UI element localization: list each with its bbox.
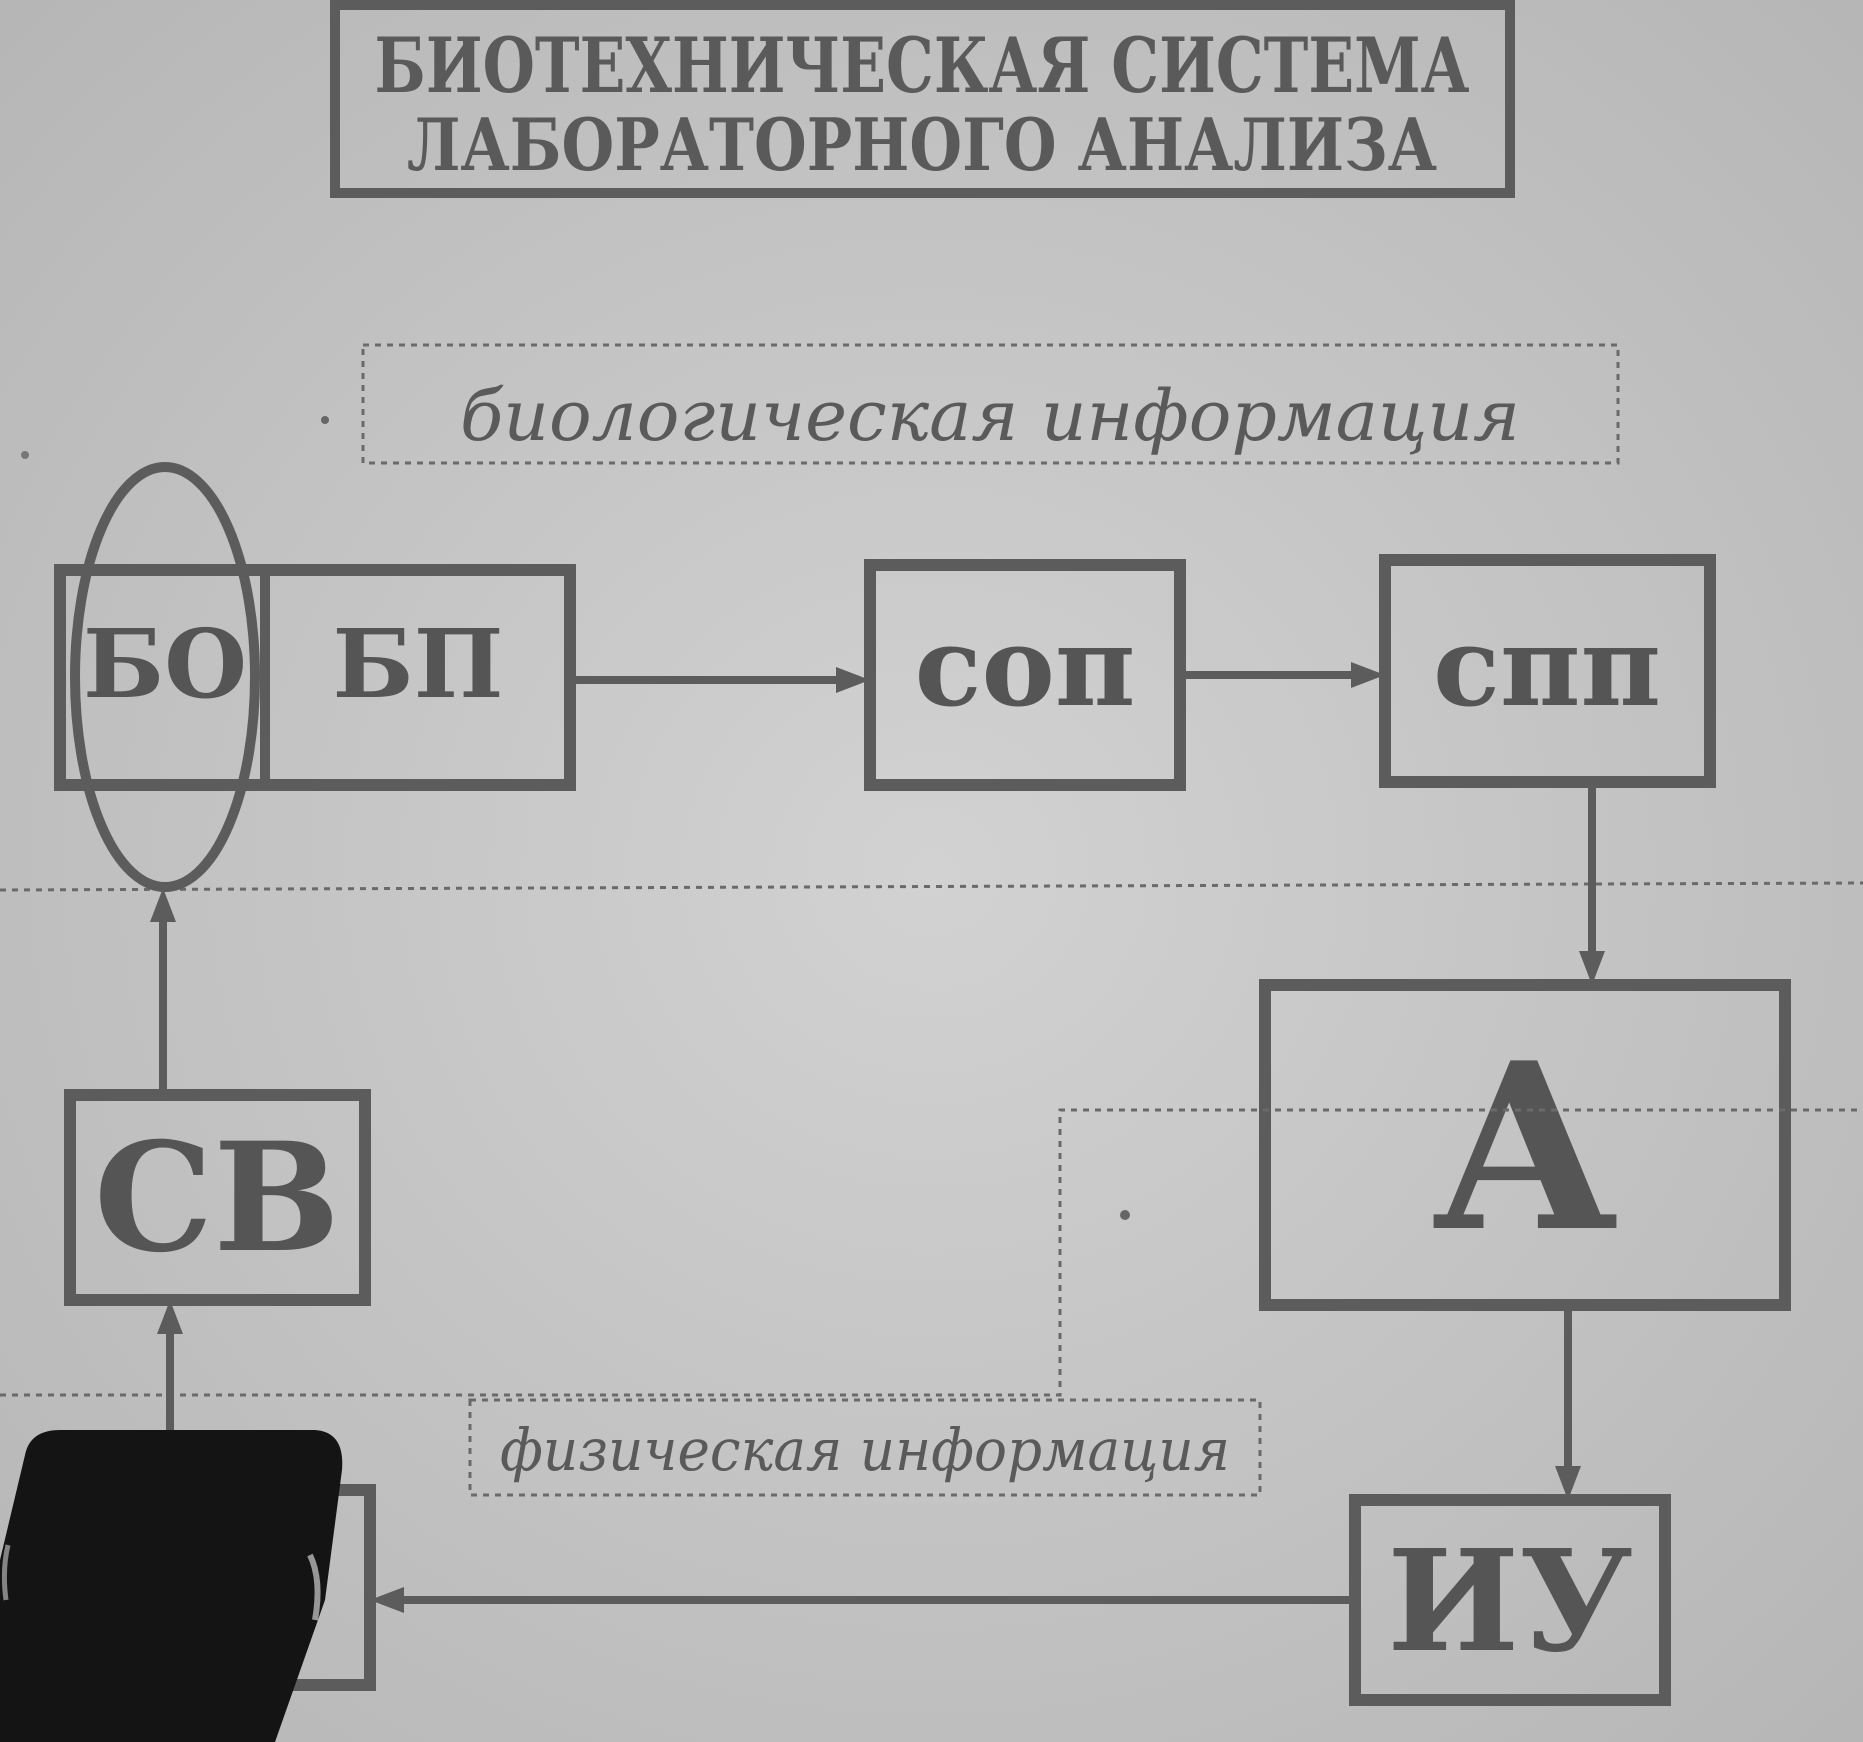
biological-info-label: биологическая информация [460,375,1520,457]
physical-info-label: физическая информация [500,1416,1230,1484]
physical-info-zone: физическая информация [0,1108,1863,1497]
label-spp: спп [1433,602,1661,731]
block-sv: СВ [64,1089,371,1306]
title-frame: БИОТЕХНИЧЕСКАЯ СИСТЕМА ЛАБОРАТОРНОГО АНА… [330,0,1515,198]
bo-ellipse [70,462,260,892]
arrow-spp-to-a [1579,782,1605,985]
label-iu: ИУ [1387,1520,1633,1684]
arrow-bp-to-sop [570,667,870,693]
arrow-iu-to-hidden [370,1587,1355,1613]
label-sop: соп [915,602,1136,731]
label-bp: БП [333,609,504,720]
block-sop: соп [864,559,1186,791]
block-spp: спп [1379,554,1716,788]
label-a: А [1431,1013,1618,1283]
block-iu: ИУ [1349,1494,1671,1706]
arrow-sop-to-spp [1180,662,1385,688]
title-line-2: ЛАБОРАТОРНОГО АНАЛИЗА [407,102,1437,187]
title-line-1: БИОТЕХНИЧЕСКАЯ СИСТЕМА [375,21,1470,110]
label-bo: БО [83,609,247,720]
biological-info-zone: биологическая информация [361,343,1620,465]
occluding-object [0,1430,343,1742]
block-a: А [1259,979,1791,1311]
arrow-a-to-iu [1555,1305,1581,1500]
arrow-sv-to-bo [150,888,176,1095]
zone-boundary-upper [0,881,1863,892]
block-bo-bp: БО БП [54,462,576,892]
label-sv: СВ [94,1110,340,1286]
